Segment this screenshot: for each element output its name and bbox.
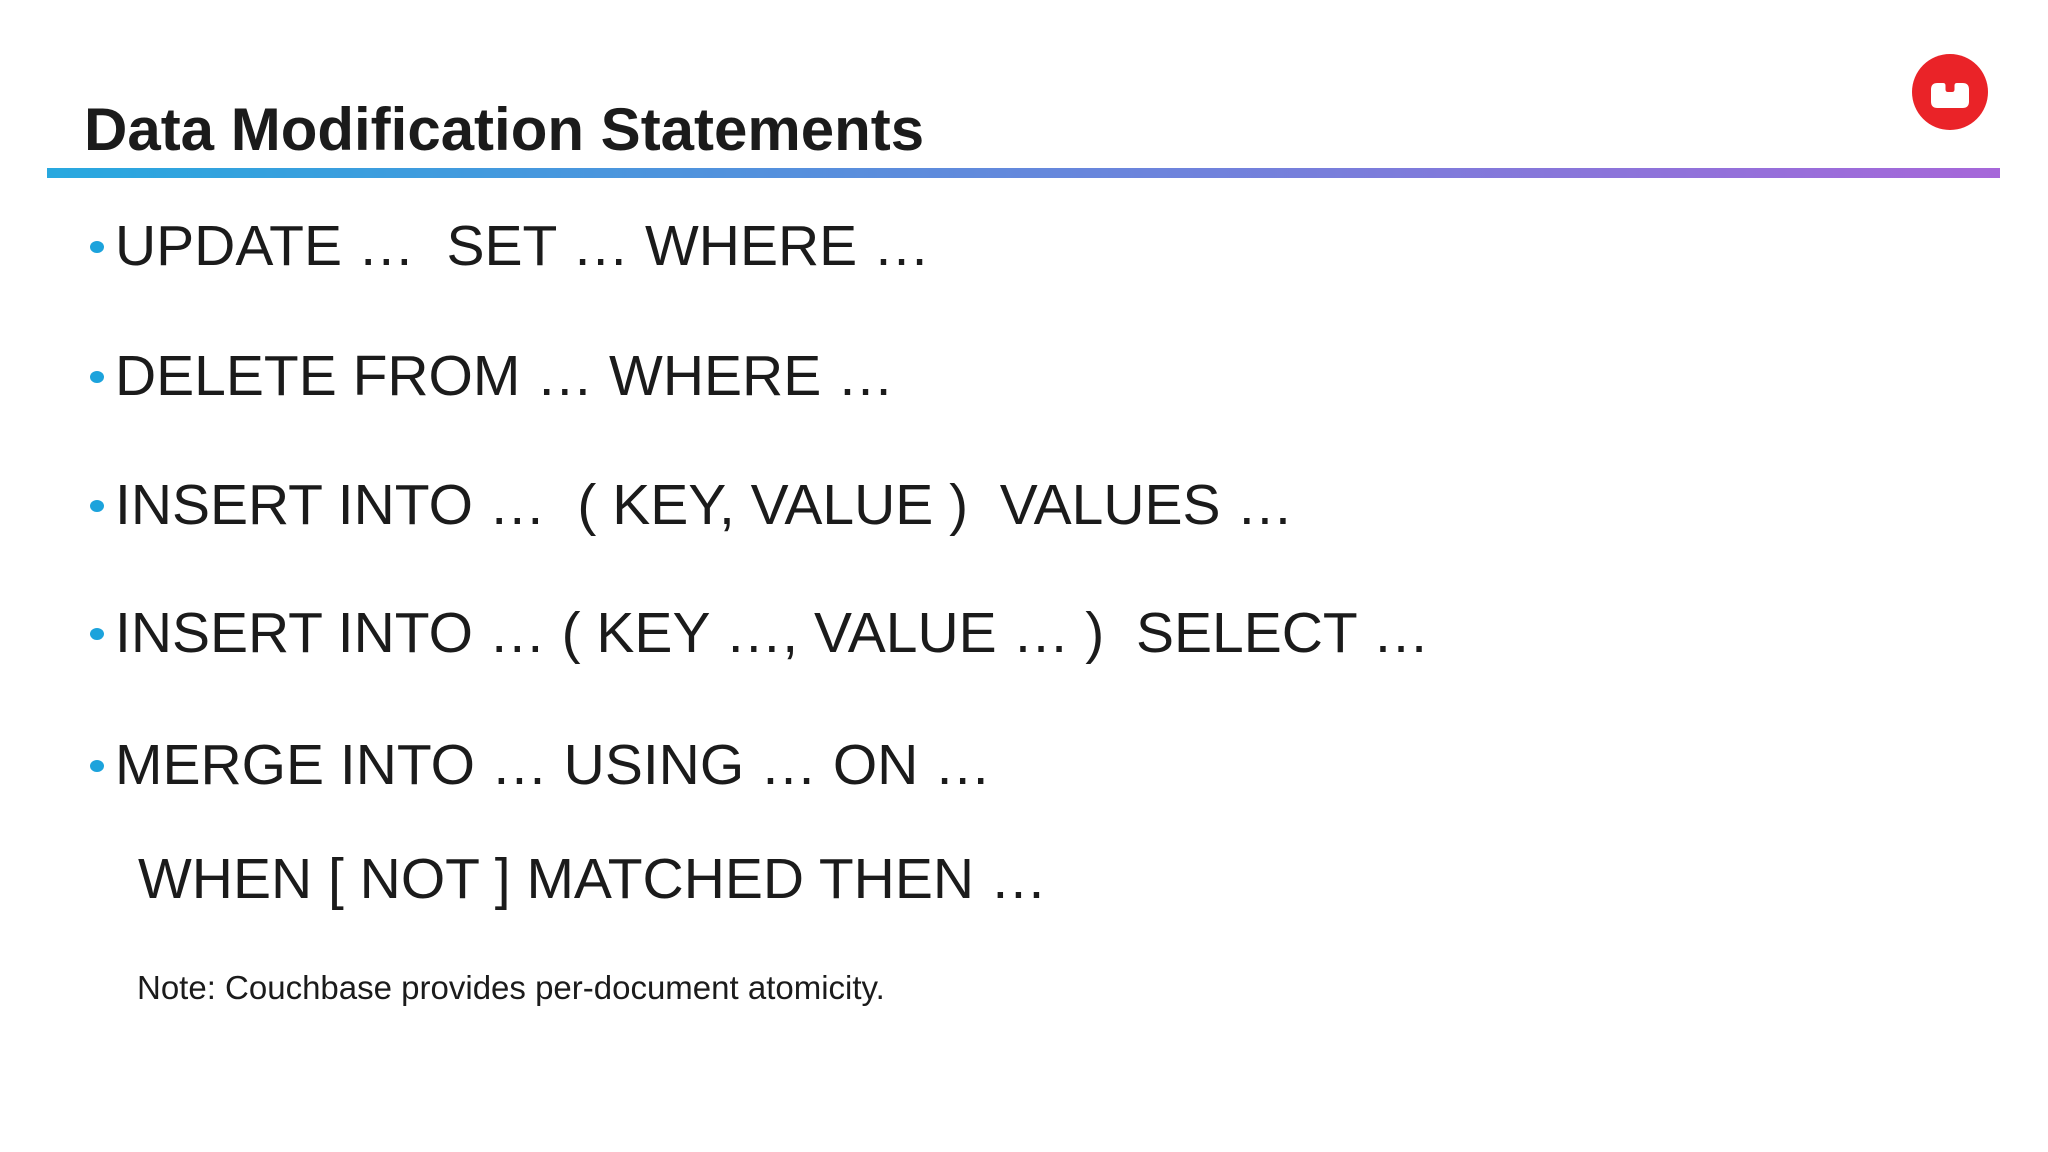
- bullet-dot-icon: [90, 627, 104, 640]
- bullet-text: INSERT INTO … ( KEY …, VALUE … ) SELECT …: [115, 601, 1430, 665]
- couchbase-logo-icon: [1912, 54, 1988, 130]
- bullet-item-update: UPDATE … SET … WHERE …: [90, 218, 930, 275]
- bullet-item-insert-select: INSERT INTO … ( KEY …, VALUE … ) SELECT …: [90, 605, 1430, 662]
- bullet-text: INSERT INTO … ( KEY, VALUE ) VALUES …: [115, 473, 1294, 537]
- merge-continuation-line: WHEN [ NOT ] MATCHED THEN …: [138, 847, 1047, 911]
- bullet-text: UPDATE … SET … WHERE …: [115, 214, 930, 278]
- bullet-dot-icon: [90, 370, 104, 383]
- bullet-text: DELETE FROM … WHERE …: [115, 344, 895, 408]
- note-text: Note: Couchbase provides per-document at…: [137, 969, 885, 1006]
- bullet-item-merge: MERGE INTO … USING … ON …: [90, 737, 991, 794]
- bullet-item-insert-values: INSERT INTO … ( KEY, VALUE ) VALUES …: [90, 477, 1293, 534]
- bullet-dot-icon: [90, 759, 104, 772]
- slide-title: Data Modification Statements: [84, 96, 925, 163]
- bullet-item-delete: DELETE FROM … WHERE …: [90, 348, 894, 405]
- bullet-dot-icon: [90, 499, 104, 512]
- bullet-dot-icon: [90, 240, 104, 253]
- title-divider: [47, 168, 2000, 178]
- bullet-text: MERGE INTO … USING … ON …: [115, 733, 992, 797]
